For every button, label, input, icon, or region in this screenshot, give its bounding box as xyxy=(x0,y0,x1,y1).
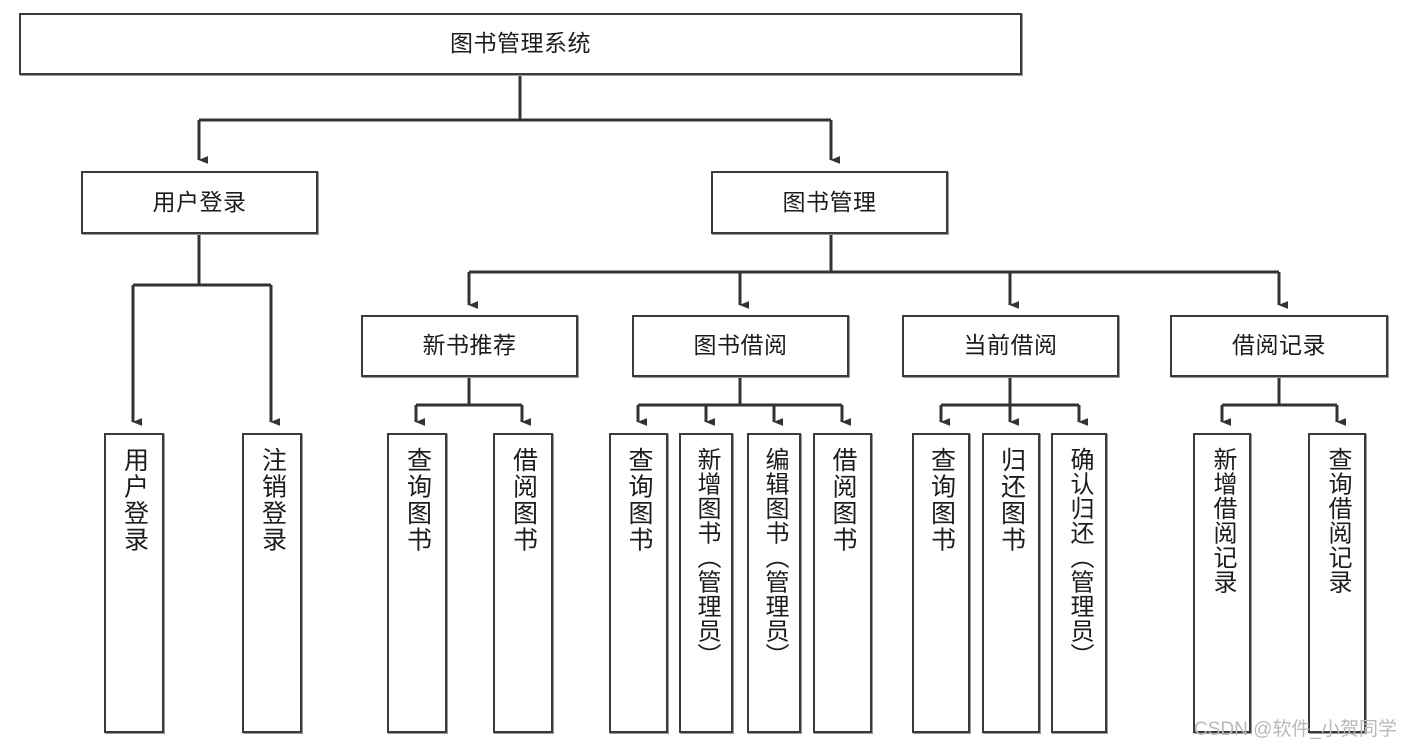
node-leaf-current-borrow-1[interactable]: 查询图书 xyxy=(912,433,970,733)
node-leaf-borrow-record-1[interactable]: 新增借阅记录 xyxy=(1193,433,1251,733)
node-user-login[interactable]: 用户登录 xyxy=(81,171,318,234)
node-current-borrow-label: 当前借阅 xyxy=(963,332,1058,359)
node-leaf-new-book-2[interactable]: 借阅图书 xyxy=(493,433,553,733)
node-new-book-recommend-label: 新书推荐 xyxy=(422,332,517,359)
node-leaf-user-login-2-label: 注销登录 xyxy=(258,447,287,553)
node-book-borrow-label: 图书借阅 xyxy=(693,332,788,359)
node-leaf-user-login-1-label: 用户登录 xyxy=(120,447,149,553)
node-borrow-record-label: 借阅记录 xyxy=(1232,332,1326,359)
node-leaf-current-borrow-1-label: 查询图书 xyxy=(927,447,956,553)
node-leaf-current-borrow-2-label: 归还图书 xyxy=(997,447,1026,553)
node-leaf-user-login-1[interactable]: 用户登录 xyxy=(104,433,164,733)
node-user-login-label: 用户登录 xyxy=(152,188,247,215)
node-book-management-label: 图书管理 xyxy=(782,188,877,215)
node-leaf-book-borrow-2[interactable]: 新增图书（管理员） xyxy=(679,433,733,733)
node-leaf-borrow-record-2[interactable]: 查询借阅记录 xyxy=(1308,433,1366,733)
node-leaf-new-book-1[interactable]: 查询图书 xyxy=(387,433,447,733)
node-leaf-current-borrow-3-label: 确认归还（管理员） xyxy=(1066,447,1093,668)
node-leaf-book-borrow-1[interactable]: 查询图书 xyxy=(609,433,668,733)
node-leaf-book-borrow-1-label: 查询图书 xyxy=(625,447,653,553)
node-leaf-borrow-record-1-label: 新增借阅记录 xyxy=(1209,447,1236,594)
node-current-borrow[interactable]: 当前借阅 xyxy=(902,315,1119,377)
node-book-management[interactable]: 图书管理 xyxy=(711,171,948,234)
node-new-book-recommend[interactable]: 新书推荐 xyxy=(361,315,578,377)
node-leaf-book-borrow-2-label: 新增图书（管理员） xyxy=(693,447,720,668)
node-root-system[interactable]: 图书管理系统 xyxy=(19,13,1022,75)
node-borrow-record[interactable]: 借阅记录 xyxy=(1170,315,1388,377)
node-leaf-borrow-record-2-label: 查询借阅记录 xyxy=(1324,447,1351,594)
node-leaf-book-borrow-3-label: 编辑图书（管理员） xyxy=(761,447,788,668)
node-book-borrow[interactable]: 图书借阅 xyxy=(632,315,849,377)
node-leaf-user-login-2[interactable]: 注销登录 xyxy=(242,433,302,733)
node-leaf-new-book-1-label: 查询图书 xyxy=(403,447,432,553)
node-leaf-current-borrow-2[interactable]: 归还图书 xyxy=(982,433,1040,733)
node-leaf-book-borrow-4-label: 借阅图书 xyxy=(829,447,857,553)
csdn-watermark: CSDN @软件_小贺同学 xyxy=(1194,719,1397,740)
node-leaf-book-borrow-4[interactable]: 借阅图书 xyxy=(813,433,872,733)
node-leaf-book-borrow-3[interactable]: 编辑图书（管理员） xyxy=(747,433,801,733)
node-leaf-current-borrow-3[interactable]: 确认归还（管理员） xyxy=(1051,433,1107,733)
node-leaf-new-book-2-label: 借阅图书 xyxy=(509,447,538,553)
node-root-system-label: 图书管理系统 xyxy=(450,30,591,57)
